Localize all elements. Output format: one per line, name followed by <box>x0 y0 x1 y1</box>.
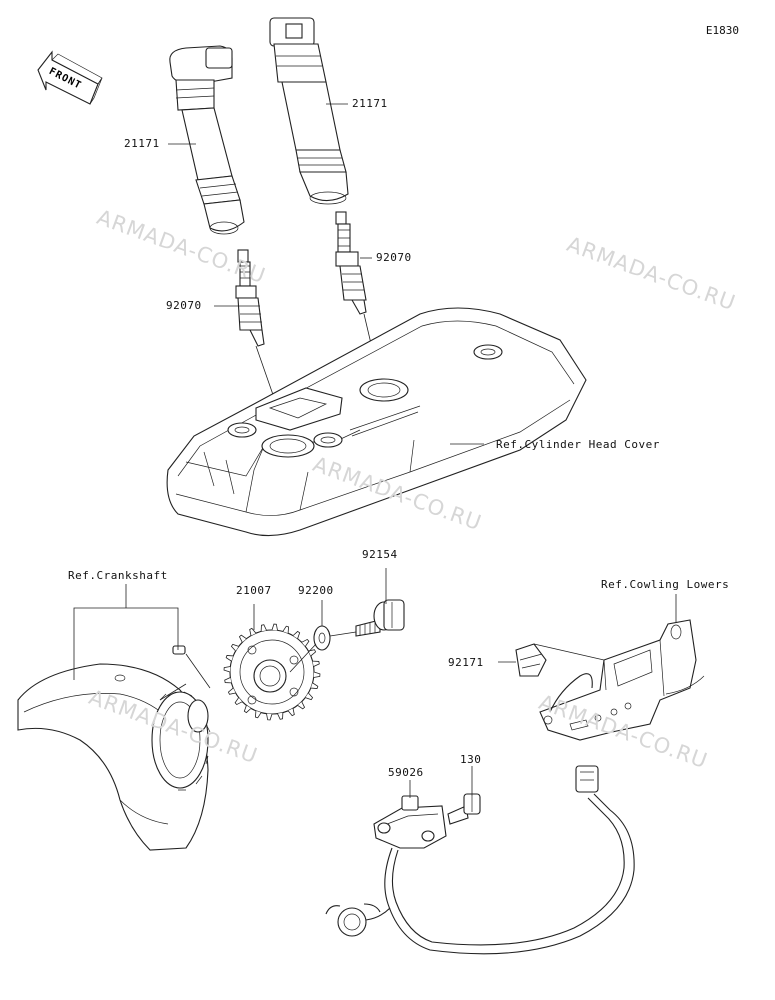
rotor-tooth <box>305 692 314 701</box>
rotor-drawing <box>223 623 321 721</box>
rotor-tooth <box>287 708 295 717</box>
ignition-coil-left-drawing <box>169 45 245 235</box>
leader-lines <box>73 103 677 798</box>
part-number-washer[interactable]: 92200 <box>298 584 334 597</box>
screw-drawing <box>447 793 481 825</box>
rotor-tooth <box>271 623 278 631</box>
spark-plug-right-drawing <box>335 211 367 315</box>
rotor-tooth <box>312 660 320 667</box>
part-number-spark-plug-left[interactable]: 92070 <box>166 299 202 312</box>
part-number-rotor[interactable]: 21007 <box>236 584 272 597</box>
rotor-tooth <box>266 713 273 721</box>
front-arrow-icon <box>37 50 103 105</box>
part-number-ignition-coil-right[interactable]: 21171 <box>352 97 388 110</box>
rotor-tooth <box>227 687 236 695</box>
rotor-tooth <box>225 654 234 662</box>
rotor-tooth <box>243 705 252 714</box>
washer-drawing <box>313 625 331 651</box>
cowling-bracket-drawing <box>539 619 705 741</box>
ref-cowling-lowers[interactable]: Ref.Cowling Lowers <box>601 578 730 591</box>
rotor-tooth <box>230 643 239 652</box>
rotor-tooth <box>308 649 317 657</box>
ref-cylinder-head-cover[interactable]: Ref.Cylinder Head Cover <box>496 438 660 451</box>
rotor-tooth <box>313 671 321 678</box>
ref-crankshaft[interactable]: Ref.Crankshaft <box>68 569 168 582</box>
part-number-spark-plug-right[interactable]: 92070 <box>376 251 412 264</box>
rotor-tooth <box>297 701 306 710</box>
cylinder-head-cover-drawing <box>166 307 587 537</box>
diagram-code: E1830 <box>705 24 739 37</box>
rotor-tooth <box>310 682 319 690</box>
rotor-tooth <box>301 638 310 647</box>
bolt-drawing <box>355 599 405 637</box>
part-number-ignition-coil-left[interactable]: 21171 <box>124 137 160 150</box>
part-number-screw[interactable]: 130 <box>460 753 482 766</box>
pickup-coil-drawing <box>325 765 635 955</box>
spark-plug-left-drawing <box>235 249 265 347</box>
rotor-tooth <box>238 634 247 643</box>
crankshaft-pin <box>172 645 186 655</box>
rotor-tooth <box>282 625 290 634</box>
part-number-bolt[interactable]: 92154 <box>362 548 398 561</box>
rotor-tooth <box>234 697 243 706</box>
ignition-coil-right-drawing <box>269 17 349 205</box>
rotor-tooth <box>254 710 262 719</box>
rotor-tooth <box>224 677 232 684</box>
rotor-tooth <box>249 627 257 636</box>
part-number-grommet[interactable]: 92171 <box>448 656 484 669</box>
grommet-drawing <box>515 643 547 677</box>
rotor-tooth <box>292 630 301 639</box>
part-number-pickup-coil[interactable]: 59026 <box>388 766 424 779</box>
rotor-tooth <box>223 666 231 673</box>
rotor-tooth <box>277 712 284 720</box>
rotor-tooth <box>260 624 267 632</box>
crankshaft-drawing <box>17 645 211 851</box>
